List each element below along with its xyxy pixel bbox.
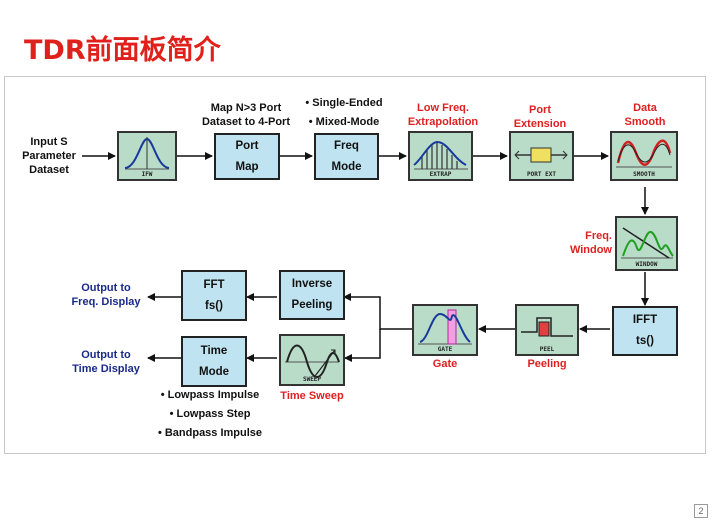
smooth-label-line2: Smooth (624, 116, 666, 128)
peel-block[interactable]: PEEL (515, 304, 579, 356)
window-function-icon (621, 227, 674, 259)
window-block[interactable]: WINDOW (615, 216, 678, 271)
gate-caption: GATE (437, 346, 453, 353)
window-label-line1: Freq. (585, 230, 612, 242)
port-map-desc-line1: Map N>3 Port (210, 102, 282, 114)
inverse-peeling-line1: Inverse (291, 278, 333, 290)
time-sweep-icon (285, 344, 340, 378)
freq-mode-line2: Mode (331, 160, 362, 173)
ifw-block[interactable]: IFW (117, 131, 177, 181)
port-ext-caption: PORT EXT (527, 171, 556, 178)
ifft-line1: IFFT (632, 314, 658, 326)
input-label-line1: Input S (30, 136, 68, 148)
extrap-block[interactable]: EXTRAP (408, 131, 473, 181)
port-ext-label: Port Extension (505, 103, 575, 131)
sweep-block[interactable]: SWEEP (279, 334, 345, 386)
time-mode-block[interactable]: Time Mode (181, 336, 247, 387)
smooth-label-line1: Data (633, 102, 657, 114)
smoothing-wave-icon (616, 139, 672, 168)
time-option-lowpass-step: • Lowpass Step (169, 408, 251, 420)
smooth-label: Data Smooth (609, 101, 681, 129)
fft-line1: FFT (203, 278, 225, 291)
window-caption: WINDOW (635, 261, 658, 268)
output-time-line1: Output to (81, 349, 131, 361)
gate-icon (418, 309, 472, 345)
port-ext-label-line1: Port (529, 104, 551, 116)
port-map-block[interactable]: Port Map (214, 133, 280, 180)
input-label-line2: Parameter (22, 150, 76, 162)
output-freq-line1: Output to (81, 282, 131, 294)
peel-caption: PEEL (539, 346, 555, 353)
gate-block[interactable]: GATE (412, 304, 478, 356)
fft-block[interactable]: FFT fs() (181, 270, 247, 321)
extrap-label-line1: Low Freq. (417, 102, 469, 114)
port-map-desc-line2: Dataset to 4-Port (201, 116, 291, 128)
time-mode-line2: Mode (198, 365, 230, 378)
time-mode-options: • Lowpass Impulse • Lowpass Step • Bandp… (148, 386, 272, 443)
peel-label: Peeling (527, 358, 567, 370)
sweep-caption: SWEEP (302, 376, 322, 383)
sweep-label: Time Sweep (280, 390, 344, 402)
extrap-label: Low Freq. Extrapolation (398, 101, 488, 129)
extrap-label-line2: Extrapolation (407, 116, 479, 128)
smooth-block[interactable]: SMOOTH (610, 131, 678, 181)
port-ext-label-line2: Extension (513, 118, 567, 130)
page-title: TDR前面板简介 (24, 35, 221, 66)
extrap-caption: EXTRAP (429, 171, 452, 178)
time-option-lowpass-impulse: • Lowpass Impulse (160, 389, 260, 401)
smooth-caption: SMOOTH (633, 171, 655, 178)
freq-mode-option-single: • Single-Ended (305, 97, 383, 109)
freq-mode-block[interactable]: Freq Mode (314, 133, 379, 180)
ifft-line2: ts() (636, 335, 654, 347)
port-extension-icon (514, 147, 568, 163)
extrapolation-icon (413, 141, 468, 170)
ifft-block[interactable]: IFFT ts() (612, 306, 678, 356)
output-freq-line2: Freq. Display (71, 296, 141, 308)
port-map-line2: Map (235, 160, 259, 173)
gate-label: Gate (432, 358, 458, 370)
freq-mode-option-mixed: • Mixed-Mode (308, 116, 380, 128)
inverse-peeling-block[interactable]: Inverse Peeling (279, 270, 345, 320)
input-label-line3: Dataset (29, 164, 69, 176)
freq-mode-options: • Single-Ended • Mixed-Mode (298, 94, 390, 132)
time-option-bandpass-impulse: • Bandpass Impulse (157, 427, 263, 439)
peeling-icon (521, 317, 573, 337)
bell-curve-icon (124, 137, 170, 170)
inverse-peeling-line2: Peeling (291, 299, 333, 311)
freq-mode-line1: Freq (334, 139, 359, 152)
input-dataset-label: Input S Parameter Dataset (14, 135, 84, 177)
port-ext-block[interactable]: PORT EXT (509, 131, 574, 181)
time-mode-line1: Time (200, 344, 228, 357)
page-number: 2 (694, 504, 708, 518)
ifw-caption: IFW (141, 171, 153, 178)
output-time-line2: Time Display (72, 363, 140, 375)
window-label-line2: Window (569, 244, 612, 256)
output-freq-display-label: Output to Freq. Display (60, 281, 152, 309)
output-time-display-label: Output to Time Display (60, 348, 152, 376)
fft-line2: fs() (205, 299, 223, 312)
port-map-line1: Port (235, 139, 259, 152)
window-label: Freq. Window (550, 229, 612, 257)
port-map-description: Map N>3 Port Dataset to 4-Port (186, 101, 306, 129)
